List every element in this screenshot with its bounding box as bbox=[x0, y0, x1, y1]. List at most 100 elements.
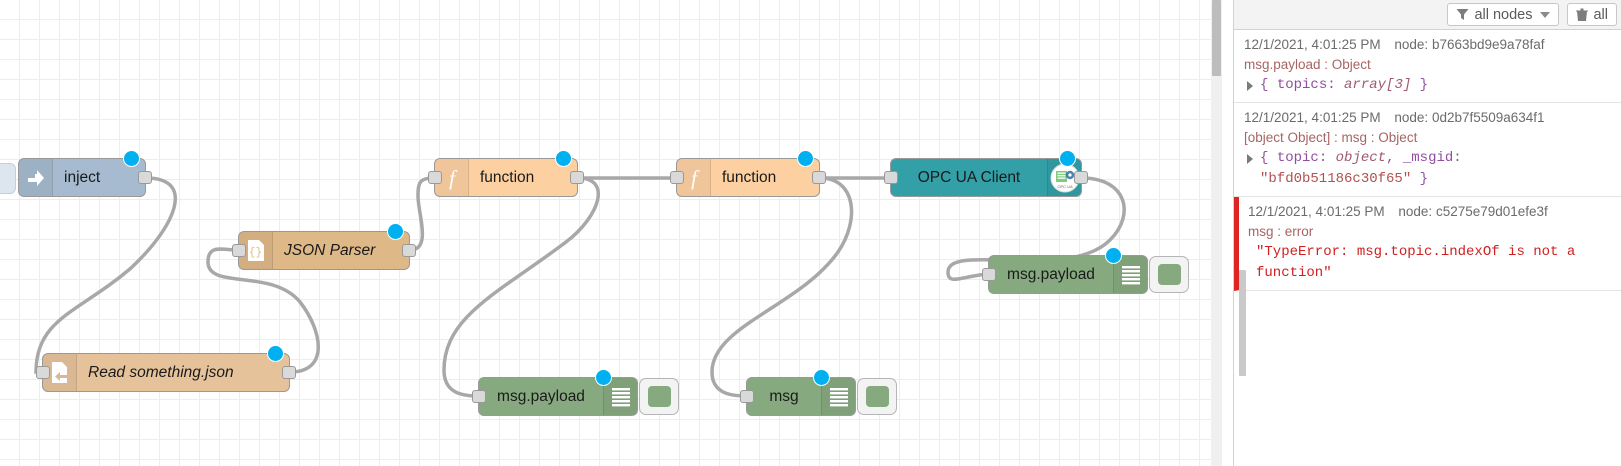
canvas-vertical-scrollbar[interactable] bbox=[1211, 0, 1222, 466]
wire-func1-to-debug1 bbox=[442, 176, 600, 398]
debug-body-value-2: "bfd0b51186c30f65" bbox=[1260, 171, 1412, 187]
debug-message-topic: [object Object] : msg : Object bbox=[1244, 130, 1418, 145]
expand-triangle-icon[interactable] bbox=[1247, 81, 1253, 91]
chevron-down-icon bbox=[1540, 11, 1551, 18]
debug-message[interactable]: 12/1/2021, 4:01:25 PM node: b7663bd9e9a7… bbox=[1234, 30, 1621, 103]
node-function-1-status-dot bbox=[555, 150, 572, 167]
node-debug-1-enable-button[interactable] bbox=[639, 378, 679, 415]
debug-body-key-2: _msgid: bbox=[1402, 150, 1462, 166]
canvas-scrollbar-thumb[interactable] bbox=[1212, 0, 1221, 76]
debug-body-open: { bbox=[1260, 77, 1269, 93]
debug-body-close: } bbox=[1419, 77, 1429, 93]
node-function-1[interactable]: f function bbox=[428, 150, 584, 197]
debug-message-node-prefix: node: bbox=[1394, 37, 1429, 52]
node-function-2-input-port[interactable] bbox=[670, 171, 684, 184]
debug-message-node-prefix: node: bbox=[1398, 204, 1433, 219]
debug-message-timestamp: 12/1/2021, 4:01:25 PM bbox=[1244, 110, 1381, 125]
debug-message-error[interactable]: 12/1/2021, 4:01:25 PM node: c5275e79d01e… bbox=[1234, 197, 1621, 291]
node-opc-ua-client-label: OPC UA Client bbox=[917, 168, 1021, 186]
debug-message-list[interactable]: 12/1/2021, 4:01:25 PM node: b7663bd9e9a7… bbox=[1234, 30, 1621, 466]
debug-body-open: { bbox=[1260, 150, 1269, 166]
node-function-2[interactable]: f function bbox=[670, 150, 826, 197]
debug-message-node-id: c5275e79d01efe3f bbox=[1435, 204, 1548, 219]
node-file-read[interactable]: Read something.json bbox=[36, 345, 296, 392]
node-debug-3-status-dot bbox=[1105, 247, 1122, 264]
flow-canvas[interactable]: inject {} JSON Parser Rea bbox=[0, 0, 1222, 466]
debug-message-topic: msg.payload : Object bbox=[1244, 57, 1371, 72]
node-inject[interactable]: inject bbox=[18, 150, 152, 197]
node-file-read-output-port[interactable] bbox=[282, 366, 296, 379]
expand-triangle-icon[interactable] bbox=[1247, 154, 1253, 164]
wire-func2-to-debug2 bbox=[710, 176, 854, 398]
clear-all-button[interactable]: all bbox=[1567, 3, 1617, 26]
node-debug-3-enable-button[interactable] bbox=[1149, 256, 1189, 293]
debug-sidebar: all nodes all 12/1/2021, 4:01:25 PM node… bbox=[1233, 0, 1621, 466]
debug-message-body[interactable]: { topics: array[3] } bbox=[1244, 75, 1611, 96]
node-opc-ua-client[interactable]: OPC UA Client OPC UA bbox=[884, 150, 1088, 197]
node-debug-1-input-port[interactable] bbox=[472, 390, 486, 403]
filter-icon bbox=[1456, 8, 1469, 21]
debug-message-error-text: "TypeError: msg.topic.indexOf is not a f… bbox=[1256, 244, 1576, 281]
debug-body-close: } bbox=[1419, 171, 1429, 187]
node-function-2-output-port[interactable] bbox=[812, 171, 826, 184]
debug-message-header: 12/1/2021, 4:01:25 PM node: b7663bd9e9a7… bbox=[1244, 34, 1611, 55]
node-debug-2-status-dot bbox=[813, 369, 830, 386]
filter-nodes-label: all nodes bbox=[1474, 6, 1533, 23]
debug-message-body[interactable]: { topic: object, _msgid: "bfd0b51186c30f… bbox=[1244, 148, 1611, 190]
node-inject-label: inject bbox=[64, 168, 101, 186]
svg-text:OPC UA: OPC UA bbox=[1057, 184, 1073, 189]
node-debug-2-input-port[interactable] bbox=[740, 390, 754, 403]
filter-nodes-button[interactable]: all nodes bbox=[1447, 3, 1560, 26]
node-file-read-input-port[interactable] bbox=[36, 366, 50, 379]
node-opc-ua-client-input-port[interactable] bbox=[884, 171, 898, 184]
node-function-1-output-port[interactable] bbox=[570, 171, 584, 184]
node-inject-output-port[interactable] bbox=[138, 171, 152, 184]
node-debug-2-label: msg bbox=[769, 387, 799, 405]
node-json-parser-input-port[interactable] bbox=[232, 244, 246, 257]
debug-message-topic: msg : error bbox=[1248, 224, 1314, 239]
node-debug-3-input-port[interactable] bbox=[982, 268, 996, 281]
debug-body-value: object bbox=[1335, 150, 1387, 166]
debug-message-node-id: b7663bd9e9a78faf bbox=[1431, 37, 1545, 52]
debug-message-timestamp: 12/1/2021, 4:01:25 PM bbox=[1244, 37, 1381, 52]
node-function-1-input-port[interactable] bbox=[428, 171, 442, 184]
node-json-parser-output-port[interactable] bbox=[402, 244, 416, 257]
node-debug-1-label: msg.payload bbox=[497, 387, 585, 405]
node-json-parser-status-dot bbox=[387, 223, 404, 240]
node-debug-3[interactable]: msg.payload bbox=[982, 247, 1189, 294]
debug-message-node-id: 0d2b7f5509a634f1 bbox=[1431, 110, 1545, 125]
wire-inject-to-file bbox=[34, 176, 177, 374]
node-debug-2-enable-button[interactable] bbox=[857, 378, 897, 415]
debug-body-value: array[3] bbox=[1344, 77, 1412, 93]
node-opc-ua-client-status-dot bbox=[1059, 150, 1076, 167]
wire-json-to-func1 bbox=[409, 176, 435, 252]
debug-message[interactable]: 12/1/2021, 4:01:25 PM node: 0d2b7f5509a6… bbox=[1234, 103, 1621, 197]
debug-message-header: 12/1/2021, 4:01:25 PM node: 0d2b7f5509a6… bbox=[1244, 107, 1611, 128]
node-debug-1[interactable]: msg.payload bbox=[472, 369, 679, 416]
node-debug-1-status-dot bbox=[595, 369, 612, 386]
debug-panel-scrollbar-thumb[interactable] bbox=[1239, 270, 1246, 376]
node-file-read-status-dot bbox=[267, 345, 284, 362]
node-debug-2[interactable]: msg bbox=[740, 369, 897, 416]
node-json-parser-label: JSON Parser bbox=[284, 241, 376, 259]
node-inject-status-dot bbox=[123, 150, 140, 167]
node-function-1-label: function bbox=[480, 168, 535, 186]
svg-text:{}: {} bbox=[249, 247, 262, 259]
node-function-2-label: function bbox=[722, 168, 777, 186]
node-function-2-status-dot bbox=[797, 150, 814, 167]
debug-message-header: 12/1/2021, 4:01:25 PM node: c5275e79d01e… bbox=[1248, 201, 1611, 222]
node-json-parser[interactable]: {} JSON Parser bbox=[232, 223, 416, 270]
trash-icon bbox=[1576, 8, 1589, 22]
debug-body-key: topics: bbox=[1276, 77, 1336, 93]
node-opc-ua-client-output-port[interactable] bbox=[1074, 171, 1088, 184]
inject-arrow-icon bbox=[19, 159, 53, 196]
svg-text:f: f bbox=[449, 166, 458, 190]
debug-message-timestamp: 12/1/2021, 4:01:25 PM bbox=[1248, 204, 1385, 219]
node-debug-3-label: msg.payload bbox=[1007, 265, 1095, 283]
clear-all-label: all bbox=[1593, 6, 1608, 23]
debug-message-node-prefix: node: bbox=[1394, 110, 1429, 125]
svg-text:f: f bbox=[691, 166, 700, 190]
node-file-read-label: Read something.json bbox=[88, 363, 234, 381]
canvas-left-stub bbox=[0, 163, 16, 194]
